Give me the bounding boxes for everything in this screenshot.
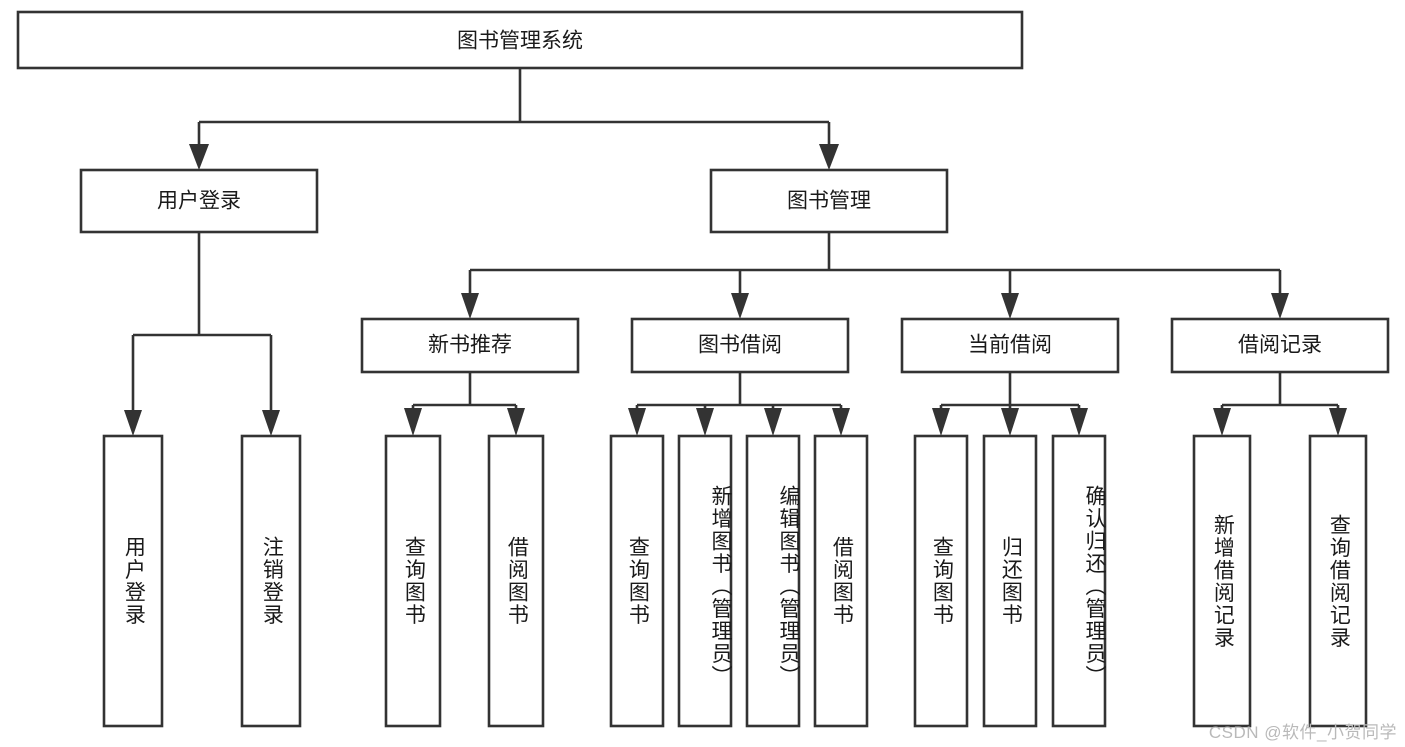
arrow-head-icon [461, 293, 479, 319]
connector-bookborrow-to-leaves [628, 372, 850, 436]
arrow-head-icon [832, 408, 850, 436]
node-book-management-label: 图书管理 [787, 190, 871, 213]
node-root-box[interactable] [16, 10, 1024, 70]
arrow-head-icon [1213, 408, 1231, 436]
arrow-head-icon [932, 408, 950, 436]
connector-userlogin-to-leaves [124, 232, 280, 436]
node-root-label: 图书管理系统 [457, 30, 583, 53]
node-leaf-query-book-1-box[interactable] [384, 434, 442, 728]
node-root-system[interactable]: 图书管理系统 [16, 10, 1024, 70]
node-leaf-edit-book-admin-box[interactable] [745, 434, 801, 728]
node-borrow-record-label: 借阅记录 [1238, 334, 1322, 357]
node-leaf-query-book-3-box[interactable] [913, 434, 969, 728]
node-user-login[interactable]: 用户登录 [79, 168, 319, 234]
arrow-head-icon [124, 410, 142, 436]
node-user-login-label: 用户登录 [157, 190, 241, 213]
node-book-borrow-label: 图书借阅 [698, 334, 782, 357]
node-leaf-borrow-book-1-box[interactable] [487, 434, 545, 728]
node-borrow-record[interactable]: 借阅记录 [1170, 317, 1390, 374]
node-leaf-logout-login-box[interactable] [240, 434, 302, 728]
node-book-management-box[interactable] [709, 168, 949, 234]
node-book-borrow[interactable]: 图书借阅 [630, 317, 850, 374]
node-new-book-recommend-label: 新书推荐 [428, 334, 512, 357]
node-new-book-recommend-box[interactable] [360, 317, 580, 374]
arrow-head-icon [1001, 293, 1019, 319]
arrow-head-icon [731, 293, 749, 319]
arrow-head-icon [764, 408, 782, 436]
csdn-watermark: CSDN @软件_小贺同学 [1208, 723, 1397, 742]
node-leaf-query-borrow-record-box[interactable] [1308, 434, 1368, 728]
arrow-head-icon [262, 410, 280, 436]
node-borrow-record-box[interactable] [1170, 317, 1390, 374]
node-leaf-confirm-return-admin-box[interactable] [1051, 434, 1107, 728]
node-leaf-add-book-admin-box[interactable] [677, 434, 733, 728]
node-new-book-recommend[interactable]: 新书推荐 [360, 317, 580, 374]
node-book-borrow-box[interactable] [630, 317, 850, 374]
arrow-head-icon [1001, 408, 1019, 436]
node-leaf-query-book-2-box[interactable] [609, 434, 665, 728]
node-current-borrow-label: 当前借阅 [968, 334, 1052, 357]
connector-newbook-to-leaves [404, 372, 525, 436]
node-current-borrow-box[interactable] [900, 317, 1120, 374]
node-current-borrow[interactable]: 当前借阅 [900, 317, 1120, 374]
node-leaf-add-borrow-record-box[interactable] [1192, 434, 1252, 728]
arrow-head-icon [628, 408, 646, 436]
arrow-head-icon [819, 144, 839, 170]
arrow-head-icon [189, 144, 209, 170]
arrow-head-icon [507, 408, 525, 436]
arrow-head-icon [696, 408, 714, 436]
arrow-head-icon [404, 408, 422, 436]
connector-bookmgmt-to-level3 [461, 232, 1289, 319]
node-book-management[interactable]: 图书管理 [709, 168, 949, 234]
arrow-head-icon [1070, 408, 1088, 436]
connector-root-to-level2 [189, 68, 839, 170]
node-user-login-box[interactable] [79, 168, 319, 234]
arrow-head-icon [1329, 408, 1347, 436]
connector-borrowrecord-to-leaves [1213, 372, 1347, 436]
node-leaf-borrow-book-2-box[interactable] [813, 434, 869, 728]
node-leaf-user-login-box[interactable] [102, 434, 164, 728]
arrow-head-icon [1271, 293, 1289, 319]
node-leaf-return-book-box[interactable] [982, 434, 1038, 728]
connector-currentborrow-to-leaves [932, 372, 1088, 436]
